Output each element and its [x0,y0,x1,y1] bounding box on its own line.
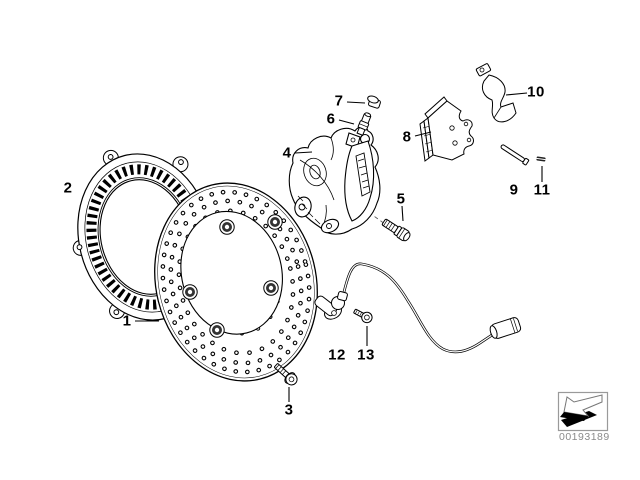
direction-arrow-icon [560,394,603,427]
brake-disc [154,182,318,382]
drawing-id: 00193189 [559,431,610,443]
callout-9[interactable]: 9 [509,181,519,199]
sensor-screw [353,308,373,324]
callout-6[interactable]: 6 [326,110,336,128]
bleed-valve [356,112,372,136]
pin-clip [536,156,546,162]
callout-8[interactable]: 8 [402,128,412,146]
leader-lines [135,92,543,402]
brake-caliper [288,126,381,235]
callout-5[interactable]: 5 [396,190,406,208]
disc-screw [274,363,298,386]
callout-2[interactable]: 2 [63,179,73,197]
brake-pad-set [419,96,474,162]
callout-4[interactable]: 4 [282,144,292,162]
callout-3[interactable]: 3 [284,401,294,419]
caliper-bolt [381,218,411,242]
pad-pin [500,144,530,166]
callout-7[interactable]: 7 [334,92,344,110]
callout-1[interactable]: 1 [122,312,132,330]
callout-13[interactable]: 13 [357,346,375,364]
abs-sensor [314,262,522,354]
callout-11[interactable]: 11 [533,181,551,199]
pad-retaining-spring [475,63,517,123]
direction-arrow-stamp [557,391,609,432]
disc-bushings [182,214,283,338]
callout-12[interactable]: 12 [328,346,346,364]
bleed-valve-cap [367,95,381,109]
callout-10[interactable]: 10 [527,83,545,101]
